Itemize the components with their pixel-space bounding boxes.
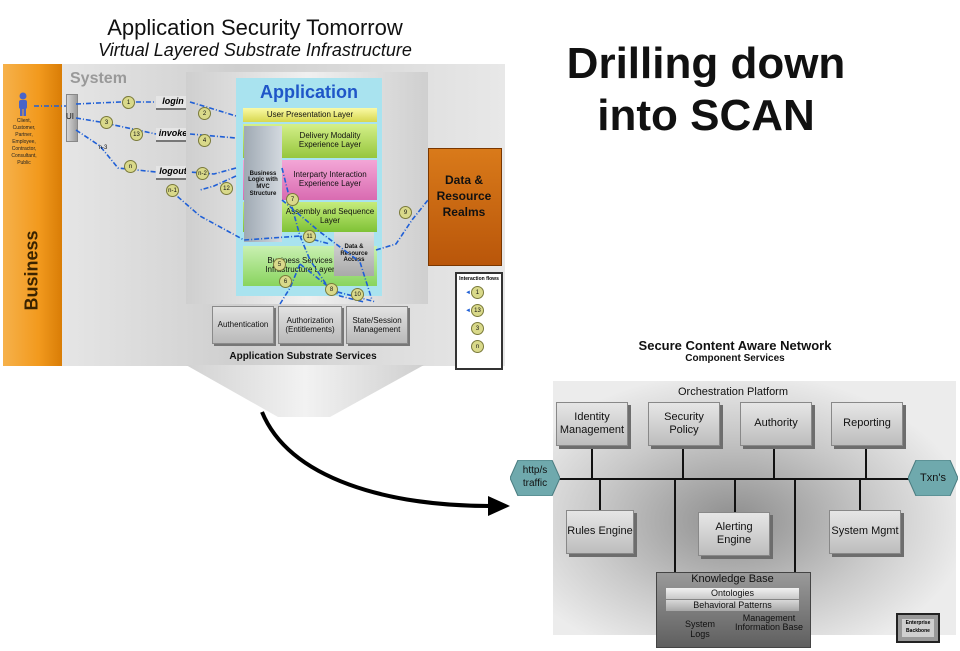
legend-title: Interaction flows bbox=[459, 276, 499, 282]
legend-item: n bbox=[471, 340, 501, 353]
scan-subtitle: Component Services bbox=[685, 353, 785, 364]
flow-marker: n-1 bbox=[166, 184, 179, 197]
flow-marker: 1 bbox=[122, 96, 135, 109]
authentication-service: Authentication bbox=[212, 306, 274, 344]
flow-marker: 4 bbox=[198, 134, 211, 147]
flow-marker: 13 bbox=[130, 128, 143, 141]
slide-heading: Drilling down into SCAN bbox=[520, 38, 892, 142]
reporting-box: Reporting bbox=[831, 402, 903, 446]
flow-marker: 12 bbox=[220, 182, 233, 195]
http-port bbox=[510, 460, 560, 496]
authorization-service: Authorization (Entitlements) bbox=[278, 306, 342, 344]
flow-marker: 9 bbox=[399, 206, 412, 219]
system-label: System bbox=[70, 70, 127, 87]
security-policy-box: Security Policy bbox=[648, 402, 720, 446]
txn-port bbox=[908, 460, 958, 496]
data-realms-box bbox=[428, 148, 502, 266]
legend-marker: n bbox=[471, 340, 484, 353]
legend-marker: 3 bbox=[471, 322, 484, 335]
authority-box: Authority bbox=[740, 402, 812, 446]
identity-management-box: Identity Management bbox=[556, 402, 628, 446]
enterprise-backbone: Enterprise Backbone bbox=[896, 613, 940, 643]
alerting-engine-box: Alerting Engine bbox=[698, 512, 770, 556]
application-title: Application bbox=[260, 82, 358, 102]
knowledge-base-title: Knowledge Base bbox=[691, 573, 774, 585]
invoke-action: invoke bbox=[156, 128, 190, 142]
flow-marker: 8 bbox=[325, 283, 338, 296]
patterns-bar: Behavioral Patterns bbox=[666, 600, 799, 611]
mib: Management Information Base bbox=[734, 613, 804, 632]
diagram-title-line2: Virtual Layered Substrate Infrastructure bbox=[98, 40, 412, 60]
flow-marker: n bbox=[124, 160, 137, 173]
ui-label: UI bbox=[66, 112, 74, 121]
data-access-block: Data & Resource Access bbox=[334, 232, 374, 276]
flow-marker: 6 bbox=[279, 275, 292, 288]
flow-marker: 2 bbox=[198, 107, 211, 120]
presentation-layer: User Presentation Layer bbox=[243, 108, 377, 122]
drilldown-arrow bbox=[260, 411, 510, 516]
arrow-icon: ◄ bbox=[465, 307, 471, 314]
session-service: State/Session Management bbox=[346, 306, 408, 344]
system-mgmt-box: System Mgmt bbox=[829, 510, 901, 554]
ontologies-bar: Ontologies bbox=[666, 588, 799, 599]
flow-legend: Interaction flows ◄1 ◄13 3 n bbox=[455, 272, 503, 370]
flow-marker: 3 bbox=[100, 116, 113, 129]
person-icon bbox=[16, 92, 30, 116]
slide-heading-line1: Drilling down bbox=[566, 39, 846, 88]
legend-marker: 1 bbox=[470, 286, 484, 299]
rules-engine-box: Rules Engine bbox=[566, 510, 634, 554]
diagram-title-line1: Application Security Tomorrow bbox=[107, 15, 403, 40]
drilldown-funnel bbox=[186, 365, 424, 417]
legend-marker: 13 bbox=[470, 304, 484, 317]
legend-item: 3 bbox=[471, 322, 501, 335]
txn-port-label: Txn's bbox=[920, 472, 946, 484]
scan-bus bbox=[550, 444, 915, 572]
flow-marker: 5 bbox=[273, 258, 286, 271]
system-logs: System Logs bbox=[684, 619, 715, 639]
flow-marker: 11 bbox=[303, 230, 316, 243]
flow-marker: 10 bbox=[351, 288, 364, 301]
slide-heading-line2: into SCAN bbox=[597, 91, 815, 140]
legend-item: ◄1 bbox=[465, 286, 501, 299]
data-realms-label: Data & Resource Realms bbox=[436, 173, 492, 219]
flow-marker: n-2 bbox=[196, 167, 209, 180]
business-logic-block: Business Logic with MVC Structure bbox=[244, 126, 282, 242]
flow-lines bbox=[34, 101, 429, 305]
diagram-title: Application Security Tomorrow Virtual La… bbox=[30, 15, 480, 61]
flow-marker: 7 bbox=[286, 193, 299, 206]
legend-item: ◄13 bbox=[465, 304, 501, 317]
business-column bbox=[3, 64, 62, 366]
orchestration-label: Orchestration Platform bbox=[677, 386, 789, 398]
http-port-label: http/s traffic bbox=[522, 465, 548, 489]
substrate-title: Application Substrate Services bbox=[229, 351, 377, 362]
login-action: login bbox=[156, 96, 190, 110]
flow-marker: n-3 bbox=[98, 144, 108, 151]
people-label: Client, Customer, Partner, Employee, Con… bbox=[11, 118, 37, 166]
scan-title: Secure Content Aware Network bbox=[638, 338, 832, 353]
arrow-icon: ◄ bbox=[465, 289, 471, 296]
logout-action: logout bbox=[156, 166, 190, 180]
enterprise-backbone-label: Enterprise Backbone bbox=[902, 619, 934, 637]
